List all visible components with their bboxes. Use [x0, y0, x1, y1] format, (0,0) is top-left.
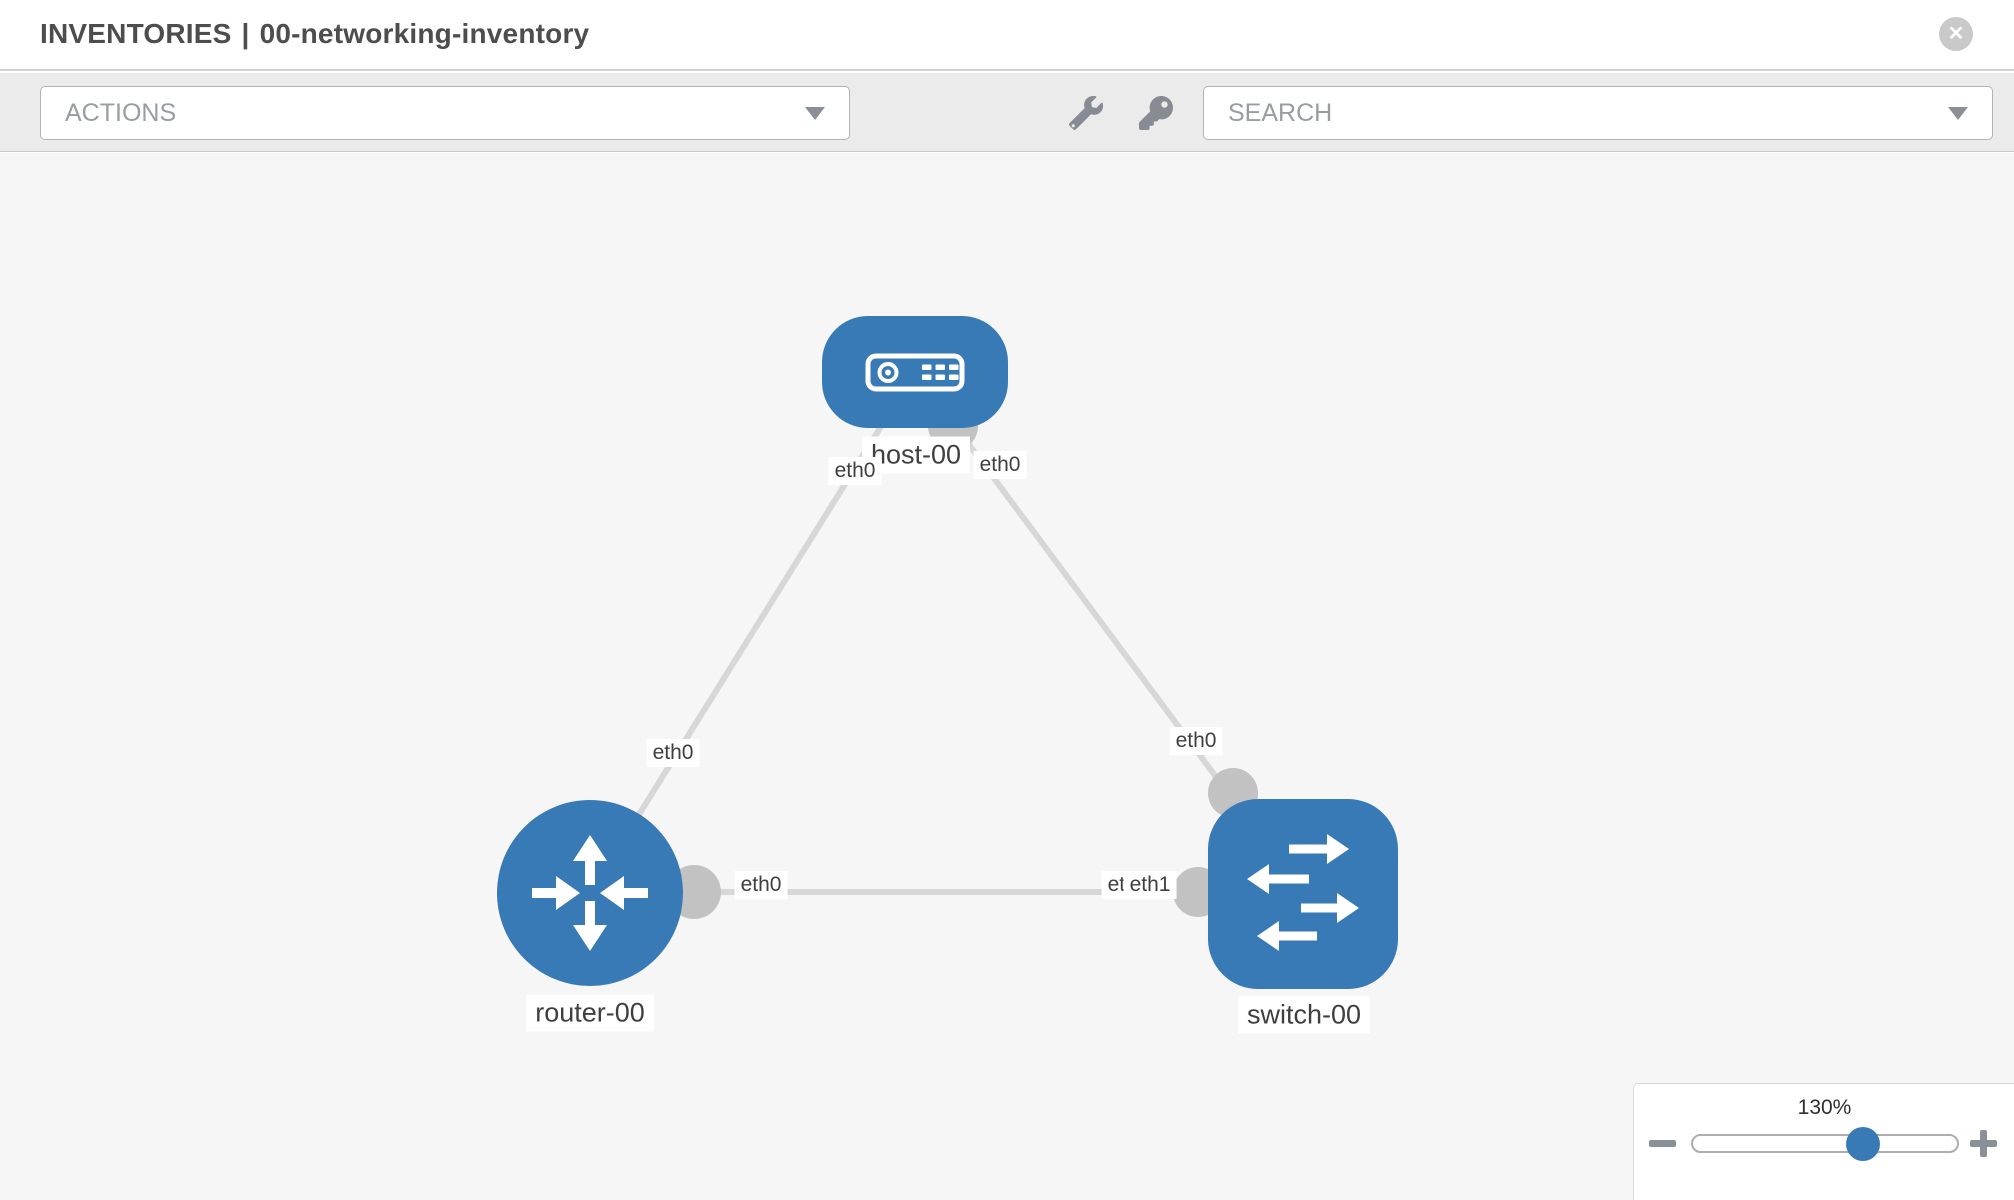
eth-label-mid-switch: eth1: [1123, 871, 1177, 899]
credentials-button[interactable]: [1139, 96, 1173, 130]
actions-dropdown[interactable]: ACTIONS: [40, 86, 850, 140]
zoom-slider-track[interactable]: [1691, 1134, 1959, 1153]
topology-graph: [497, 316, 1398, 989]
chevron-down-icon: [1948, 107, 1968, 120]
actions-dropdown-label: ACTIONS: [65, 98, 177, 127]
page-title-name: 00-networking-inventory: [259, 18, 590, 49]
node-label-switch: switch-00: [1237, 996, 1371, 1034]
key-icon: [1139, 96, 1173, 130]
page-title: INVENTORIES | 00-networking-inventory: [40, 18, 589, 50]
node-router[interactable]: [497, 800, 683, 986]
search-dropdown[interactable]: SEARCH: [1203, 86, 1993, 140]
zoom-in-button-bar[interactable]: [1980, 1130, 1987, 1157]
chevron-down-icon: [805, 107, 825, 120]
router-icon: [532, 835, 648, 951]
eth-label-switch-top: eth0: [1169, 727, 1223, 755]
close-icon: ✕: [1947, 23, 1965, 45]
configure-button[interactable]: [1069, 95, 1104, 130]
close-button[interactable]: ✕: [1939, 17, 1973, 51]
eth-label-host-left: eth0: [828, 457, 882, 485]
page-title-section: INVENTORIES: [40, 18, 232, 49]
node-switch[interactable]: [1208, 799, 1398, 989]
search-dropdown-label: SEARCH: [1228, 98, 1333, 127]
eth-label-host-right: eth0: [973, 451, 1027, 479]
zoom-panel: 130%: [1633, 1083, 2014, 1200]
switch-icon: [1247, 834, 1359, 951]
eth-label-mid-router: eth0: [734, 871, 788, 899]
node-host[interactable]: [822, 316, 1008, 428]
zoom-out-button[interactable]: [1649, 1140, 1676, 1147]
page-title-divider: |: [241, 18, 250, 49]
header: INVENTORIES | 00-networking-inventory ✕: [0, 0, 2014, 71]
node-label-router: router-00: [526, 994, 654, 1032]
topology-canvas[interactable]: host-00 router-00 switch-00 eth0 eth0 et…: [0, 153, 2014, 1200]
host-icon: [865, 353, 965, 392]
wrench-icon: [1069, 95, 1104, 130]
zoom-level-label: 130%: [1797, 1096, 1852, 1119]
eth-label-router-top: eth0: [646, 739, 700, 767]
zoom-slider-thumb[interactable]: [1846, 1127, 1880, 1161]
